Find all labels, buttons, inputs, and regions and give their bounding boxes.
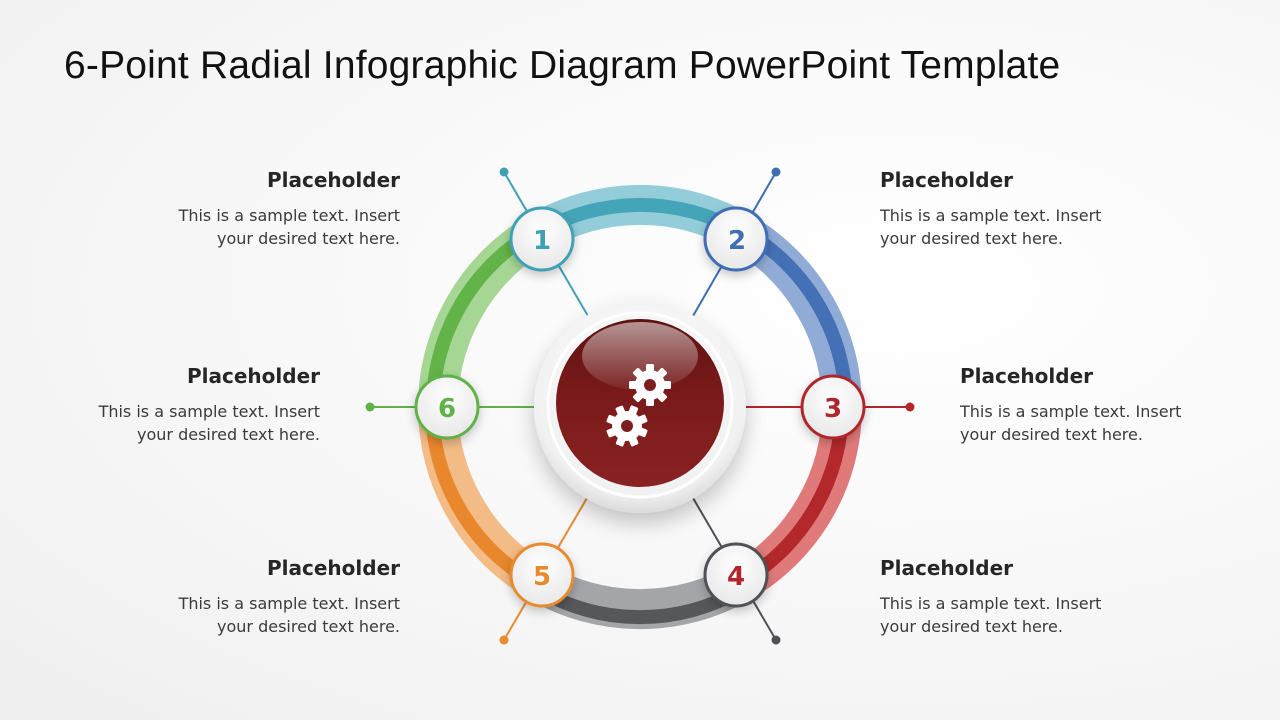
connector-dot-4 [771,635,781,645]
text-block-heading: Placeholder [960,364,1094,388]
text-block-line: This is a sample text. Insert [960,402,1182,421]
connector-dot-1 [499,167,509,177]
text-block-line: This is a sample text. Insert [880,594,1102,613]
text-block-1: Placeholder This is a sample text. Inser… [100,168,400,250]
node-number-4: 4 [727,562,745,592]
text-block-5: Placeholder This is a sample text. Inser… [100,556,400,638]
node-number-2: 2 [728,226,746,256]
gears-icon [606,364,671,447]
node-number-6: 6 [438,394,456,424]
text-block-line: This is a sample text. Insert [880,206,1102,225]
node-1: 1 [509,206,575,272]
text-block-line: your desired text here. [880,617,1063,636]
text-block-heading: Placeholder [266,168,400,192]
text-block-line: This is a sample text. Insert [98,402,320,421]
node-2: 2 [703,206,769,272]
text-block-line: your desired text here. [217,617,400,636]
text-block-line: This is a sample text. Insert [178,594,400,613]
text-block-heading: Placeholder [880,168,1014,192]
connector-dot-2 [771,167,781,177]
text-block-line: your desired text here. [960,425,1143,444]
text-block-4: Placeholder This is a sample text. Inser… [880,556,1180,638]
node-4: 4 [703,542,769,608]
node-3: 3 [800,374,866,440]
text-block-3: Placeholder This is a sample text. Inser… [960,364,1260,446]
text-block-heading: Placeholder [186,364,320,388]
node-number-5: 5 [533,562,551,592]
slide-title: 6-Point Radial Infographic Diagram Power… [64,44,1061,87]
text-block-heading: Placeholder [266,556,400,580]
text-block-line: your desired text here. [137,425,320,444]
text-block-line: your desired text here. [880,229,1063,248]
node-number-3: 3 [824,394,842,424]
text-block-6: Placeholder This is a sample text. Inser… [20,364,320,446]
connector-dot-6 [365,402,375,412]
node-6: 6 [414,374,480,440]
text-block-2: Placeholder This is a sample text. Inser… [880,168,1180,250]
text-block-line: your desired text here. [217,229,400,248]
text-block-line: This is a sample text. Insert [178,206,400,225]
node-5: 5 [509,542,575,608]
connector-dot-5 [499,635,509,645]
node-number-1: 1 [533,226,551,256]
center-hub [534,301,746,513]
connector-dot-3 [905,402,915,412]
text-block-heading: Placeholder [880,556,1014,580]
